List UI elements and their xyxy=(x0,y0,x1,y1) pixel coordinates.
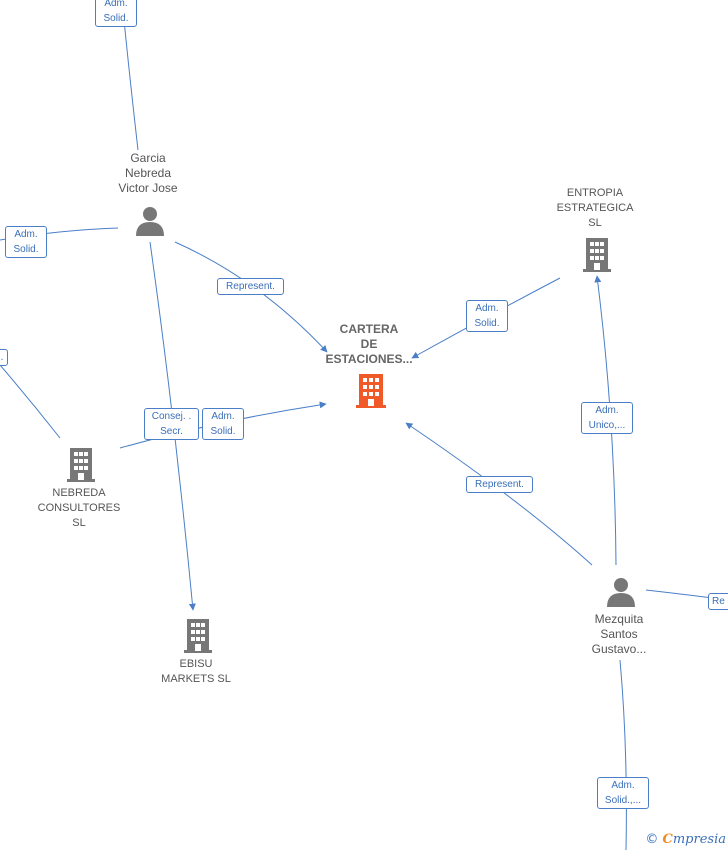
edge-garcia-center xyxy=(174,241,328,353)
garcia-label[interactable]: Garcia Nebreda Victor Jose xyxy=(118,151,178,195)
edge-top-garcia xyxy=(123,19,139,151)
edge-mezquita-bottom xyxy=(619,659,627,850)
brand-name: mpresia xyxy=(672,832,726,847)
edge-mezquita-center xyxy=(405,422,593,566)
building-icon[interactable] xyxy=(67,448,95,482)
ebisu-label[interactable]: EBISU MARKETS SL xyxy=(161,658,231,685)
mezquita-label[interactable]: Mezquita Santos Gustavo... xyxy=(591,612,647,656)
edge-label-consej[interactable]: Consej. . Secr. xyxy=(144,408,199,440)
building-icon[interactable] xyxy=(356,374,386,408)
edge-label-left-partial[interactable]: . xyxy=(0,349,8,366)
edge-label-top[interactable]: Adm. Solid. xyxy=(95,0,137,27)
edge-label-entropia-center[interactable]: Adm. Solid. xyxy=(466,300,508,332)
edge-label-garcia-center[interactable]: Represent. xyxy=(217,278,284,295)
person-icon[interactable] xyxy=(607,577,635,607)
edge-label-mezquita-entropia[interactable]: Adm. Unico,... xyxy=(581,402,633,434)
edge-label-bottom[interactable]: Adm. Solid.,... xyxy=(597,777,649,809)
copyright-icon: © xyxy=(645,832,659,847)
building-icon[interactable] xyxy=(184,619,212,653)
brand-footer[interactable]: © Cmpresia xyxy=(645,832,726,847)
building-icon[interactable] xyxy=(583,238,611,272)
nebreda-label[interactable]: NEBREDA CONSULTORES SL xyxy=(37,487,121,529)
edge-label-mezquita-center[interactable]: Represent. xyxy=(466,476,533,493)
edge-label-left[interactable]: Adm. Solid. xyxy=(5,226,47,258)
edge-leftedge-nebreda xyxy=(0,364,61,439)
edge-label-right[interactable]: Re xyxy=(708,593,728,610)
center-company-label[interactable]: CARTERA DE ESTACIONES... xyxy=(325,322,413,366)
entropia-label[interactable]: ENTROPIA ESTRATEGICA SL xyxy=(556,187,634,229)
brand-initial: C xyxy=(662,832,673,847)
edge-label-nebreda-center[interactable]: Adm. Solid. xyxy=(202,408,244,440)
person-icon[interactable] xyxy=(136,206,164,236)
